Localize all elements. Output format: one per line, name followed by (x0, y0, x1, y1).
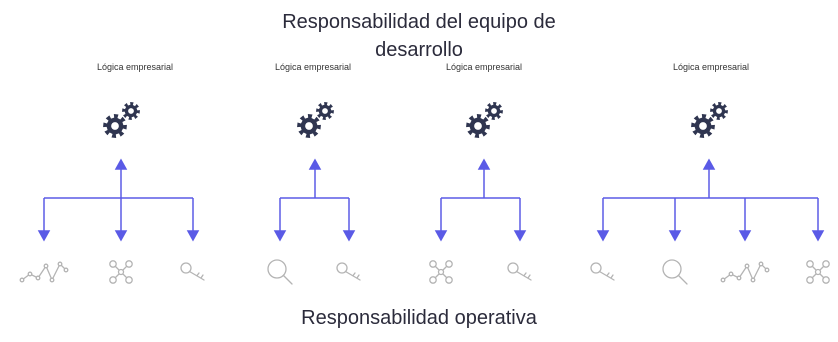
group-3 (434, 102, 527, 242)
gears-icon (691, 102, 728, 138)
key-icon (180, 262, 205, 281)
group-4 (596, 102, 825, 242)
network-icon (109, 260, 133, 284)
bottom-title: Responsabilidad operativa (301, 307, 537, 329)
group-label-1: Lógica empresarial (96, 62, 174, 72)
gears-icon (466, 102, 503, 138)
group-label-3: Lógica empresarial (445, 62, 523, 72)
gears-icon (103, 102, 140, 138)
top-title: Responsabilidad del equipo de desarrollo (0, 8, 838, 64)
top-title-text: Responsabilidad del equipo de desarrollo (282, 11, 556, 61)
group-2 (273, 102, 356, 242)
magnifier-icon (662, 259, 688, 285)
connector-lines (596, 158, 825, 242)
group-label-2: Lógica empresarial (274, 62, 352, 72)
magnifier-icon (267, 259, 293, 285)
key-icon (336, 262, 361, 281)
network-icon (806, 260, 830, 284)
group-label-4: Lógica empresarial (672, 62, 750, 72)
group-1 (37, 102, 200, 242)
trend-line-icon (19, 261, 69, 283)
key-icon (590, 262, 615, 281)
trend-line-icon (720, 261, 770, 283)
network-icon (429, 260, 453, 284)
connector-lines (434, 158, 527, 242)
gears-icon (297, 102, 334, 138)
connector-lines (37, 158, 200, 242)
key-icon (507, 262, 532, 281)
connector-lines (273, 158, 356, 242)
